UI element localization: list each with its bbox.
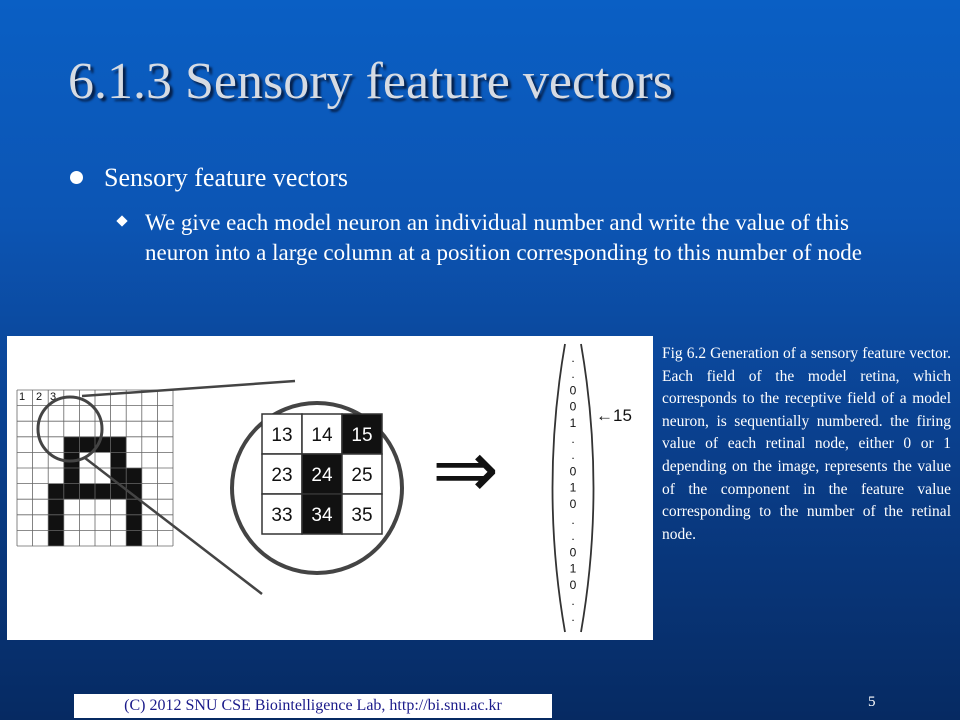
retina-filled-cell [48, 483, 64, 500]
implies-arrow-icon: ⇒ [432, 423, 499, 516]
retina-grid-lines [16, 389, 174, 547]
vector-right-bracket [580, 343, 595, 633]
vector-entry: . [571, 610, 574, 624]
zoom-cell [341, 453, 383, 495]
zoom-cell-label: 25 [351, 465, 372, 486]
retina-filled-cell [48, 499, 64, 515]
retina-filled-cell [126, 530, 142, 546]
retina-filled-cell [63, 483, 80, 500]
small-magnifier-circle [36, 395, 104, 463]
vector-entry: . [571, 513, 574, 527]
vector-entry: . [571, 529, 574, 543]
vector-entry: 0 [570, 383, 577, 397]
vector-entry: . [571, 594, 574, 608]
retina-filled-cell [79, 436, 95, 453]
zoom-cell-label: 15 [351, 425, 372, 446]
vector-entry: 1 [570, 562, 577, 576]
retina-filled-cell [48, 530, 64, 546]
zoom-cell-label: 14 [311, 425, 333, 446]
feature-vector-figure: 1 2 3 13 14 15 23 24 25 33 34 35 ⇒ [7, 336, 653, 640]
zoom-line-top [81, 379, 296, 398]
vector-entry: 0 [570, 400, 577, 414]
zoom-cell-label: 13 [271, 425, 292, 446]
zoom-grid: 13 14 15 23 24 25 33 34 35 [261, 413, 383, 535]
zoom-cell [341, 493, 383, 535]
vector-entry: 0 [570, 545, 577, 559]
diamond-bullet-icon [116, 215, 128, 227]
retina-filled-cell [110, 483, 127, 500]
figure-svg: 1 2 3 13 14 15 23 24 25 33 34 35 ⇒ [16, 343, 632, 633]
zoom-cell-label: 24 [311, 465, 333, 486]
grid-label: 3 [50, 391, 56, 403]
retina-filled-cell [126, 468, 142, 484]
vector-left-bracket [551, 343, 566, 633]
vector-entry: . [571, 367, 574, 381]
sub-bullet-text: We give each model neuron an individual … [145, 210, 862, 265]
retina-filled-cell [126, 499, 142, 515]
vector-entry: 0 [570, 578, 577, 592]
vector-entry: . [571, 448, 574, 462]
feature-vector-column: . . 0 0 1 . . 0 1 0 . . 0 1 0 . . [570, 351, 577, 624]
zoom-cell [301, 413, 343, 455]
retina-filled-cell [110, 468, 127, 484]
retina-filled-cell [63, 436, 80, 453]
retina-filled-cell [63, 468, 80, 484]
zoom-cell [301, 493, 343, 535]
page-number: 5 [868, 694, 876, 710]
retina-filled-cell [110, 452, 127, 468]
retina-grid [48, 436, 142, 546]
zoom-cell-label: 35 [351, 505, 372, 526]
vector-entry: 0 [570, 464, 577, 478]
zoom-cell-label: 34 [311, 505, 333, 526]
vector-entry: 1 [570, 481, 577, 495]
bullet-dot-icon [70, 171, 83, 184]
pointer-label: ←15 [596, 406, 632, 425]
slide-title: 6.1.3 Sensory feature vectors [68, 53, 674, 110]
retina-filled-cell [126, 514, 142, 531]
zoom-line-bottom [84, 457, 263, 595]
retina-filled-cell [79, 483, 95, 500]
zoom-cell-label: 23 [271, 465, 292, 486]
zoom-cell [341, 413, 383, 455]
bullet-text: Sensory feature vectors [104, 163, 349, 192]
retina-filled-cell [126, 483, 142, 500]
vector-entry: 0 [570, 497, 577, 511]
vector-entry: 1 [570, 416, 577, 430]
vector-entry: . [571, 351, 574, 365]
vector-entry: . [571, 432, 574, 446]
grid-label: 2 [36, 391, 42, 403]
zoom-cell-label: 33 [271, 505, 292, 526]
retina-filled-cell [110, 436, 127, 453]
retina-filled-cell [95, 483, 111, 500]
grid-label: 1 [19, 391, 25, 403]
figure-caption: Fig 6.2 Generation of a sensory feature … [662, 345, 951, 543]
footer-credit: (C) 2012 SNU CSE Biointelligence Lab, ht… [74, 694, 552, 718]
retina-filled-cell [48, 514, 64, 531]
